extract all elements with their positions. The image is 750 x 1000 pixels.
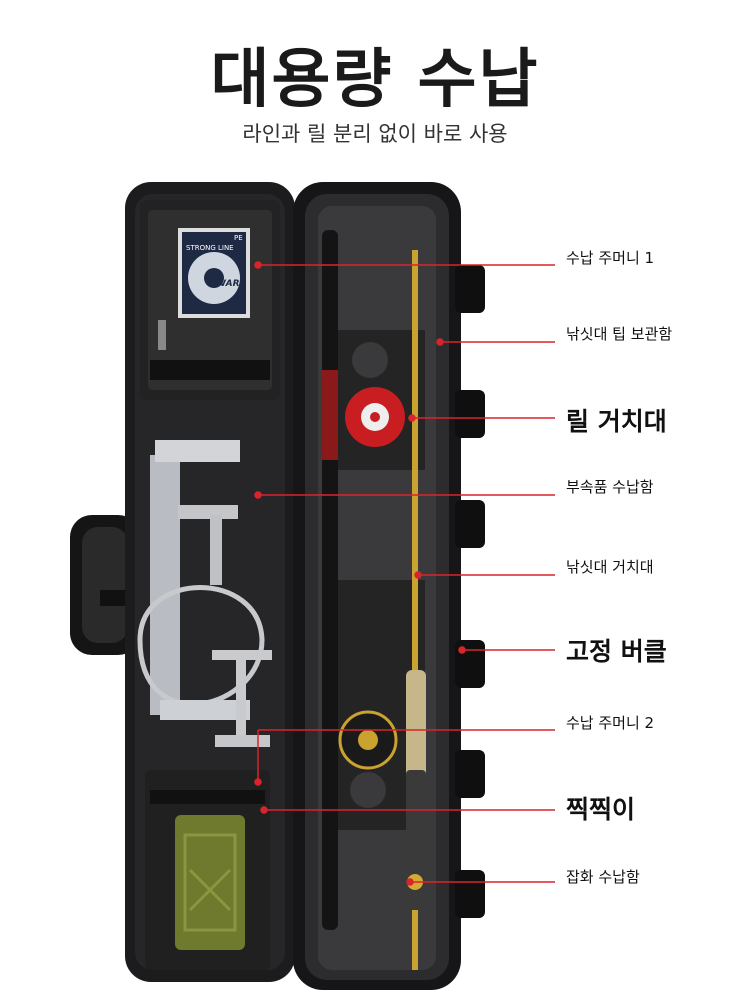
callout-label-accessory-storage: 부속품 수납함: [566, 478, 654, 496]
accessory-storage: [137, 440, 272, 747]
page-subtitle: 라인과 릴 분리 없이 바로 사용: [242, 122, 508, 146]
page-title: 대용량 수납: [210, 43, 540, 117]
spool-logo-text: WAR: [216, 279, 240, 289]
fishing-rod-case-illustration: STRONG LINE PE WAR: [70, 182, 555, 990]
callout-label-misc-storage: 잡화 수납함: [566, 868, 640, 886]
storage-pocket-1: STRONG LINE PE WAR: [140, 200, 280, 400]
callout-label-storage-pocket-1: 수납 주머니 1: [566, 249, 655, 267]
callout-label-rod-holder: 낚싯대 거치대: [566, 558, 654, 576]
callout-label-fixing-buckle: 고정 버클: [566, 637, 667, 666]
callout-lines: [254, 261, 555, 886]
spool-type-text: PE: [234, 234, 243, 242]
fixing-buckles: [455, 265, 485, 918]
storage-pocket-2: [145, 770, 270, 970]
red-reel: [345, 387, 405, 447]
callout-label-velcro: 찍찍이: [566, 795, 636, 824]
callout-label-rod-tip-case: 낚싯대 팁 보관함: [566, 325, 673, 343]
black-reel: [338, 710, 398, 770]
callout-label-storage-pocket-2: 수납 주머니 2: [566, 714, 655, 732]
callout-label-reel-holder: 릴 거치대: [566, 407, 667, 436]
spool-brand-text: STRONG LINE: [186, 244, 234, 252]
carry-handle: [70, 515, 140, 655]
fishing-rods: [322, 230, 426, 970]
